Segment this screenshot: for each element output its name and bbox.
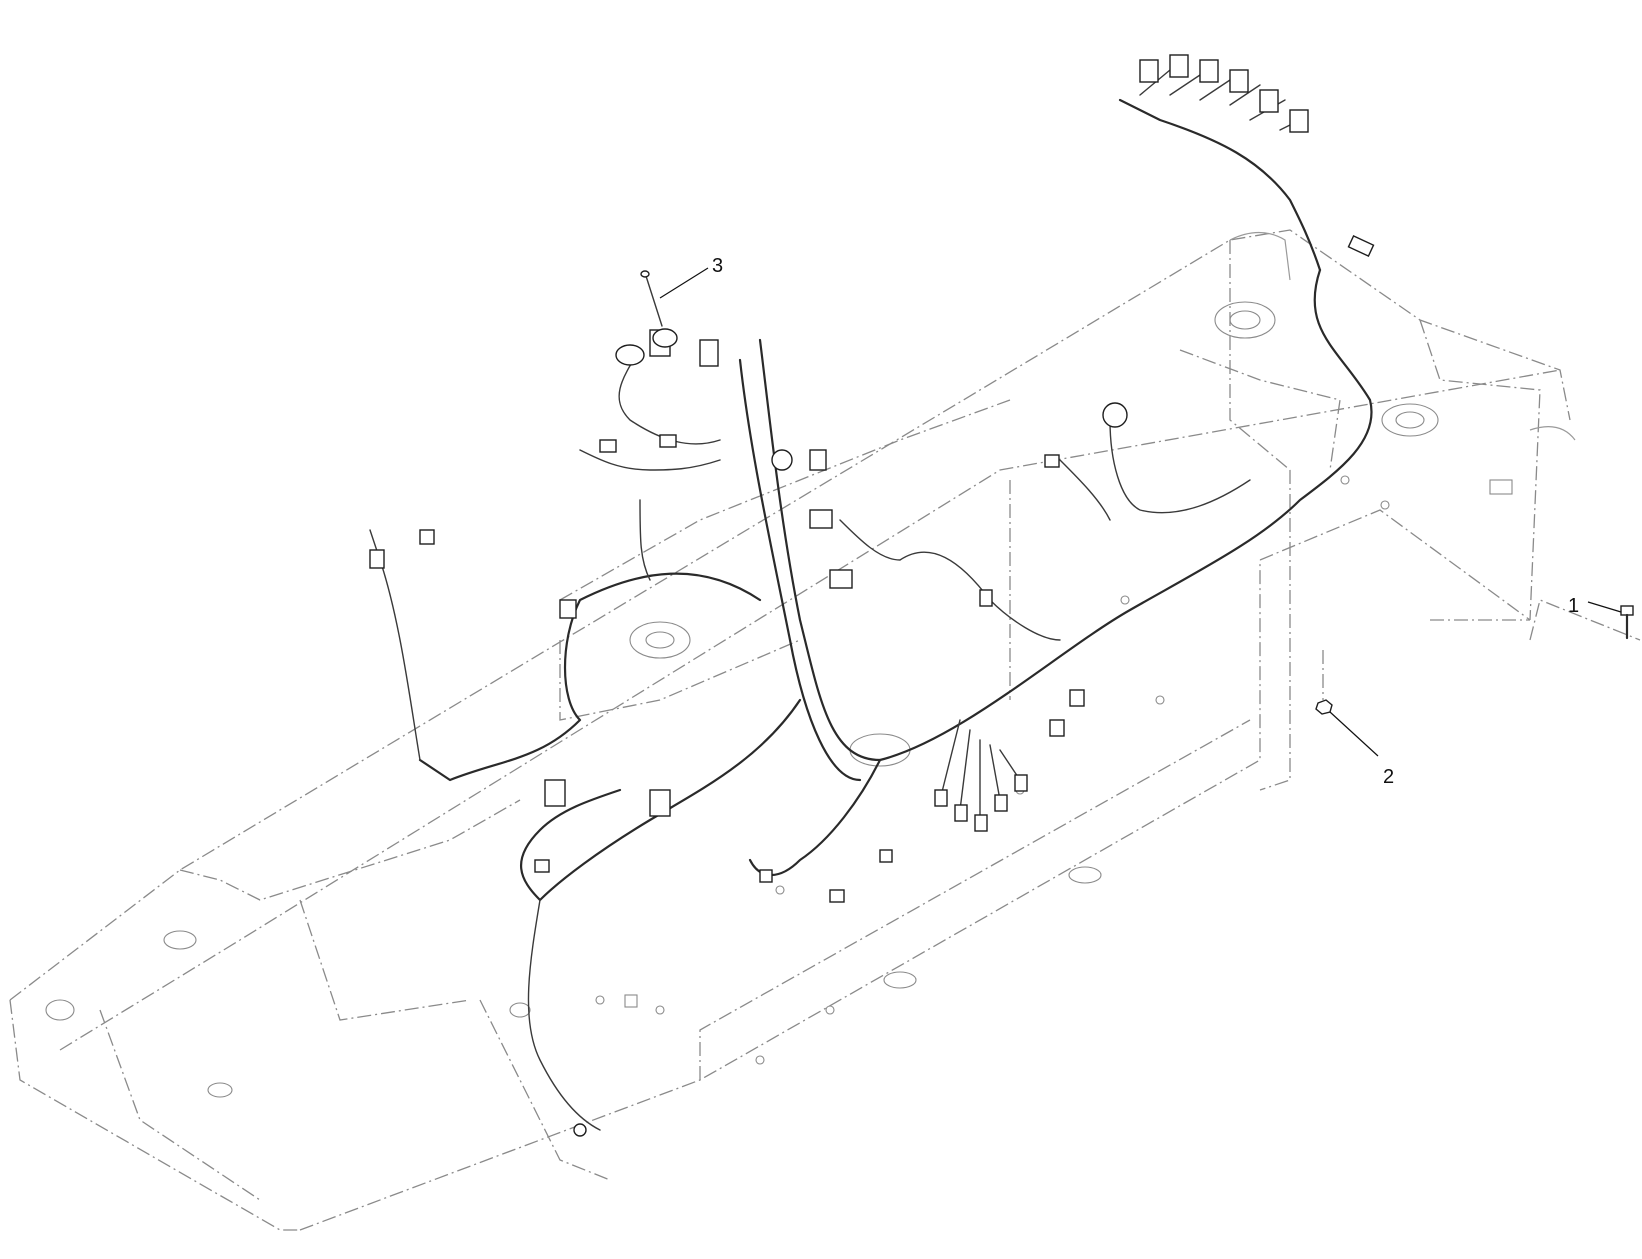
part-1-bolt xyxy=(1620,605,1634,640)
callout-2: 2 xyxy=(1329,711,1394,788)
harness-connectors xyxy=(369,54,1375,1137)
callout-2-label: 2 xyxy=(1383,766,1394,788)
frame-holes xyxy=(45,301,1513,1098)
part-2-nut xyxy=(1315,650,1333,715)
callout-3-label: 3 xyxy=(712,255,723,277)
chassis-frame xyxy=(9,229,1641,1231)
part-3-clip xyxy=(640,270,678,348)
callout-1-label: 1 xyxy=(1568,595,1579,617)
callout-3: 3 xyxy=(659,255,723,299)
callout-1: 1 xyxy=(1568,595,1622,617)
wiring-harness xyxy=(369,69,1373,1131)
